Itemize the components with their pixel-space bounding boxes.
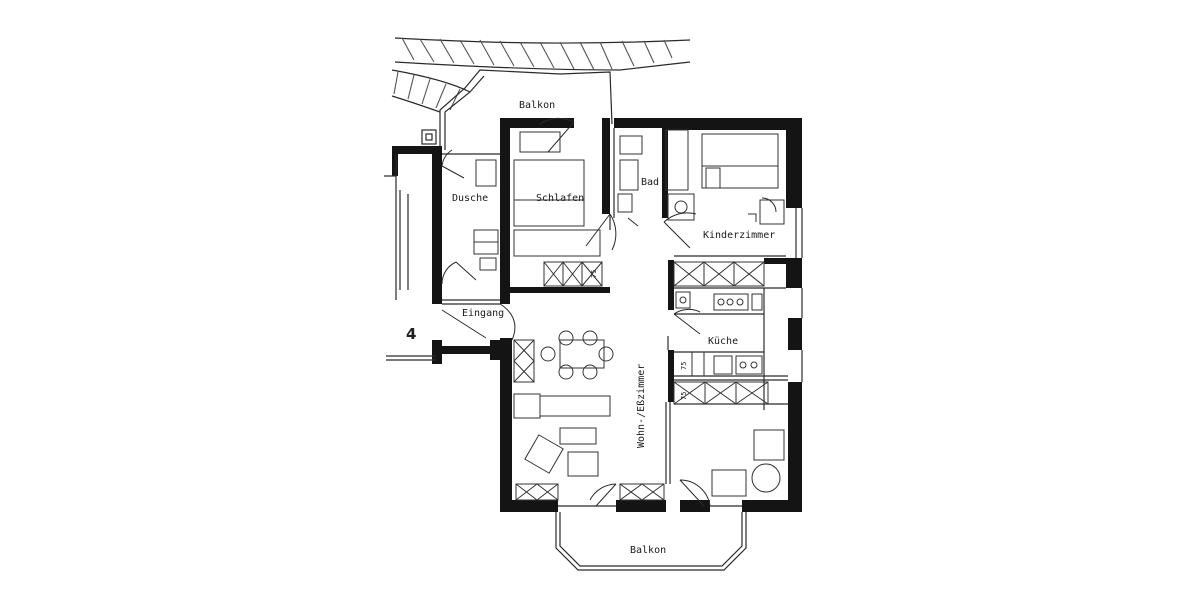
label-eingang: Eingang [462, 308, 504, 319]
label-kueche: Küche [708, 336, 738, 347]
label-dusche: Dusche [452, 193, 488, 204]
counter-mark: 75 [590, 270, 598, 278]
walls [392, 118, 802, 512]
label-balkon-top: Balkon [519, 100, 555, 111]
label-wohn: Wohn-/Eßzimmer [636, 364, 647, 448]
label-balkon-bottom: Balkon [630, 545, 666, 556]
label-bad: Bad [641, 177, 659, 188]
kitchen-fixtures [675, 291, 763, 376]
balcony-bottom-outline [555, 512, 747, 571]
counter-mark: 75 [680, 362, 688, 370]
counter-mark: 75 [680, 392, 688, 400]
label-schlafen: Schlafen [536, 193, 584, 204]
interior-partitions [665, 336, 671, 484]
furniture [513, 131, 785, 497]
thin-walls [384, 128, 803, 507]
bathroom-fixtures [473, 129, 695, 271]
room-labels: Balkon Dusche Schlafen Bad Kinderzimmer … [406, 100, 775, 556]
door-swings [441, 117, 777, 507]
balcony-top-outline [421, 69, 613, 150]
apartment-number: 4 [406, 325, 416, 343]
cabinets [513, 261, 769, 501]
label-kinderzimmer: Kinderzimmer [703, 230, 775, 241]
